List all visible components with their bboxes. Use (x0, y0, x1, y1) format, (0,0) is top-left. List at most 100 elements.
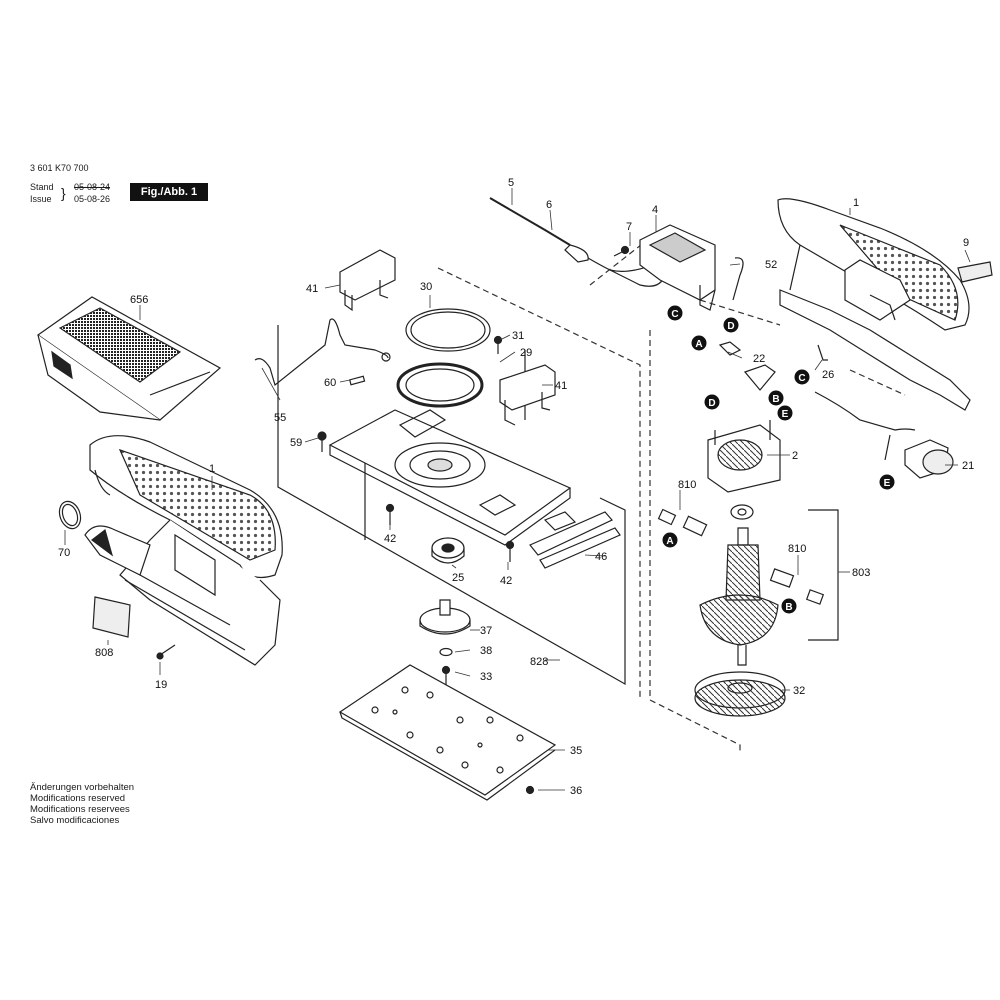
label-32: 32 (793, 685, 805, 697)
callout-a-bottom: A (662, 532, 678, 548)
screw-42b (505, 540, 515, 562)
brushes-810-bottom (769, 568, 825, 605)
label-60: 60 (324, 377, 336, 389)
figure-badge: Fig./Abb. 1 (130, 183, 208, 201)
fan-32 (694, 671, 786, 717)
label-5: 5 (508, 177, 514, 189)
label-4: 4 (652, 204, 658, 216)
label-37: 37 (480, 625, 492, 637)
brace-icon: } (61, 185, 66, 201)
callout-b-bottom: B (781, 598, 797, 614)
label-41-mid: 41 (555, 380, 567, 392)
label-52: 52 (765, 259, 777, 271)
svg-text:C: C (671, 309, 678, 320)
svg-text:B: B (772, 394, 779, 405)
svg-text:E: E (884, 478, 891, 489)
svg-text:A: A (695, 339, 702, 350)
clip-26 (817, 344, 828, 361)
svg-text:C: C (798, 373, 805, 384)
leader-lines (64, 188, 971, 791)
callout-b-top: B (768, 390, 784, 406)
ring-70 (58, 500, 82, 530)
brushes-810-top (657, 508, 708, 537)
callout-e-bottom: E (879, 474, 895, 490)
label-35: 35 (570, 745, 582, 757)
brush-holder-22 (718, 341, 742, 356)
ring-29 (396, 362, 484, 408)
label-59: 59 (290, 437, 302, 449)
bracket-41-mid (499, 364, 556, 426)
screw-19 (156, 644, 176, 660)
rails-46 (529, 511, 621, 569)
callout-d-left: D (723, 317, 739, 333)
armature-803 (699, 527, 779, 666)
label-30: 30 (420, 281, 432, 293)
screw-7 (613, 245, 630, 257)
counterweight-37 (419, 599, 471, 635)
label-656: 656 (130, 294, 148, 306)
svg-text:B: B (785, 602, 792, 613)
label-41-top: 41 (306, 283, 318, 295)
issue-date: 05-08-26 (74, 194, 111, 204)
stand-label: Stand (30, 182, 54, 192)
part-labels: 656 1 70 808 19 41 55 60 59 30 31 29 41 … (58, 177, 974, 797)
label-46: 46 (595, 551, 607, 563)
part-number: 3 601 K70 700 (30, 163, 89, 173)
housing-left (84, 435, 283, 666)
switch-4 (639, 224, 716, 311)
pin-60 (348, 375, 366, 386)
note-de: Änderungen vorbehalten (30, 782, 135, 793)
svg-text:E: E (782, 409, 789, 420)
label-828: 828 (530, 656, 548, 668)
label-36: 36 (570, 785, 582, 797)
label-31: 31 (512, 330, 524, 342)
label-42-left: 42 (384, 533, 396, 545)
note-es: Salvo modificaciones (30, 815, 120, 826)
dust-box-656 (36, 296, 222, 421)
screw-59 (317, 431, 327, 452)
housing-right (777, 198, 971, 411)
label-7: 7 (626, 221, 632, 233)
washer-armature (730, 504, 754, 520)
stator-2 (707, 420, 781, 493)
note-fr: Modifications reservees (30, 804, 130, 815)
label-70: 70 (58, 547, 70, 559)
callout-d-right: D (704, 394, 720, 410)
screw-33 (441, 665, 451, 685)
label-19: 19 (155, 679, 167, 691)
stand-date: 05-08-24 (74, 182, 111, 192)
washer-38 (439, 647, 453, 657)
bracket-803 (808, 509, 839, 641)
wire-52 (732, 257, 744, 301)
label-plate-808 (92, 596, 131, 638)
label-25: 25 (452, 572, 464, 584)
label-810-top: 810 (678, 479, 696, 491)
label-808: 808 (95, 647, 113, 659)
label-26: 26 (822, 369, 834, 381)
spring-55 (254, 318, 389, 387)
connector-callouts: C D A B C D E E A B (662, 305, 895, 614)
bracket-41-top (339, 249, 396, 312)
callout-e-middle: E (777, 405, 793, 421)
base-plate-assembly (328, 409, 572, 546)
label-1-left: 1 (209, 463, 215, 475)
callout-a-top: A (691, 335, 707, 351)
callout-c-left: C (667, 305, 683, 321)
label-33: 33 (480, 671, 492, 683)
label-55: 55 (274, 412, 286, 424)
label-810-bottom: 810 (788, 543, 806, 555)
screw-42a (385, 503, 395, 525)
bearing-25 (431, 537, 465, 564)
label-803: 803 (852, 567, 870, 579)
cable-21 (814, 391, 954, 479)
callout-c-right: C (794, 369, 810, 385)
note-en: Modifications reserved (30, 793, 126, 804)
issue-label: Issue (30, 194, 52, 204)
label-38: 38 (480, 645, 492, 657)
label-strip-9 (957, 261, 993, 283)
label-42-right: 42 (500, 575, 512, 587)
label-22: 22 (753, 353, 765, 365)
screw-31 (493, 335, 503, 354)
label-2: 2 (792, 450, 798, 462)
